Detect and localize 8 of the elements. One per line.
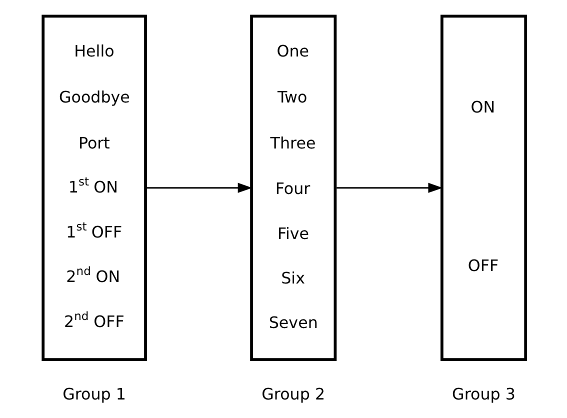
node-label: Group 2 <box>261 384 325 404</box>
arrow <box>146 182 252 192</box>
node-label: Group 3 <box>452 384 515 404</box>
node-box: ON OFF <box>440 14 527 360</box>
node-label: Group 1 <box>62 384 126 404</box>
node-box: Hello Goodbye Port 1$^{st}$ ON 1$^{st}$ OFF 2$^{nd}$ ON 2$^{nd}$ OFF <box>41 14 146 360</box>
node-box: One Two Three Four Five Six Seven <box>250 14 336 360</box>
arrow <box>336 182 442 192</box>
